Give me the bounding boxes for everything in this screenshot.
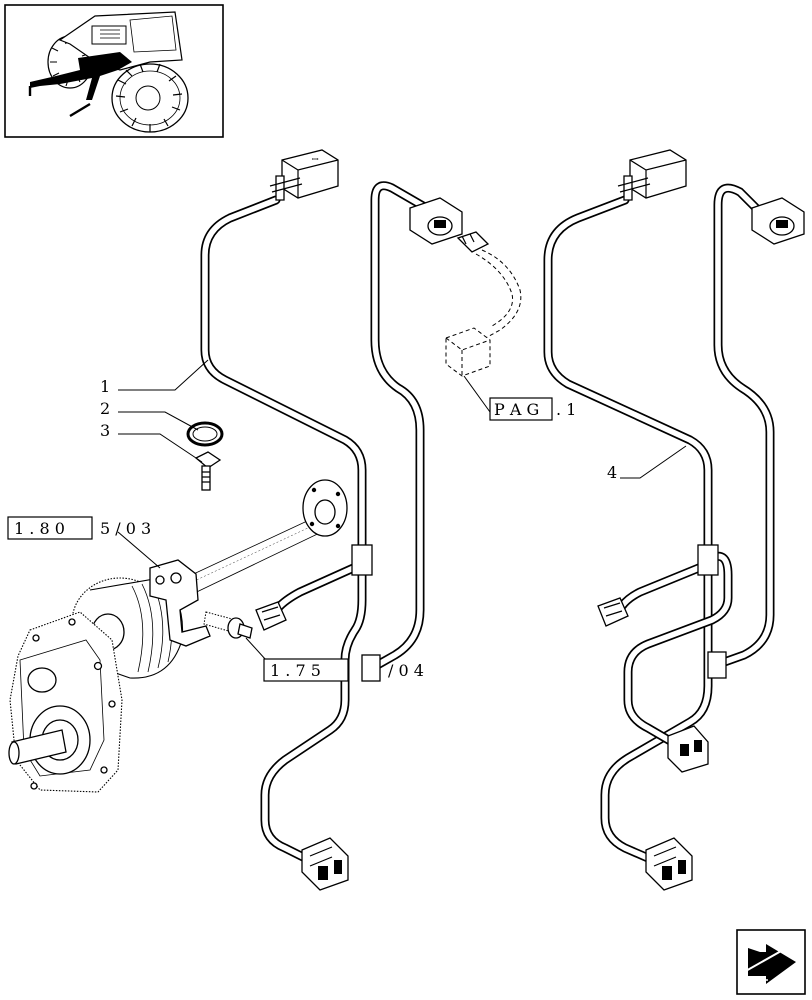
leader-4 xyxy=(620,445,687,479)
harness-4 xyxy=(543,149,805,891)
reference-pag-suffix: . 1 xyxy=(556,400,576,419)
reference-1-75-suffix: / 0 4 xyxy=(388,661,424,680)
next-page-arrow-icon xyxy=(743,944,796,984)
reference-1-80[interactable]: 1 . 8 0 5 / 0 3 xyxy=(7,516,151,540)
svg-text:ꟷ: ꟷ xyxy=(312,155,319,164)
harness-4-sensor-connector xyxy=(597,597,629,627)
leader-3 xyxy=(118,433,203,463)
reference-1-80-suffix: 5 / 0 3 xyxy=(100,519,151,538)
screw-part xyxy=(194,451,222,491)
reference-1-75[interactable]: 1 . 7 5 / 0 4 xyxy=(263,658,424,682)
speed-sensor-part xyxy=(203,611,253,639)
callout-1: 1 xyxy=(100,377,110,396)
leader-2 xyxy=(118,411,199,431)
harness-4-mid-connector xyxy=(667,725,709,773)
next-page-button[interactable] xyxy=(736,929,806,995)
transmission-assembly xyxy=(8,479,348,793)
leader-175 xyxy=(245,637,267,661)
harness-1-right-connector xyxy=(409,197,463,245)
hose-clamp-part xyxy=(186,421,224,447)
leader-1 xyxy=(118,359,209,391)
reference-pag-label: P A G xyxy=(494,400,539,419)
reference-1-75-label: 1 . 7 5 xyxy=(270,661,321,680)
harness-4-top-connector xyxy=(617,149,687,201)
leader-180 xyxy=(117,531,161,569)
reference-pag[interactable]: P A G . 1 xyxy=(489,397,576,421)
tractor-location-thumbnail xyxy=(4,4,224,138)
harness-4-right-connector xyxy=(751,197,805,245)
callout-3: 3 xyxy=(100,421,110,440)
harness-1-bottom-connector xyxy=(301,837,349,891)
tractor-location-icon xyxy=(28,11,189,133)
harness-1: ꟷ xyxy=(200,149,463,891)
callout-2: 2 xyxy=(100,399,110,418)
harness-1-sensor-connector xyxy=(255,601,287,631)
reference-1-80-label: 1 . 8 0 xyxy=(14,519,65,538)
remote-connector-detail xyxy=(445,231,522,413)
harness-4-bottom-connector xyxy=(645,837,693,891)
harness-1-top-connector: ꟷ xyxy=(269,149,339,201)
callout-4: 4 xyxy=(607,463,617,482)
